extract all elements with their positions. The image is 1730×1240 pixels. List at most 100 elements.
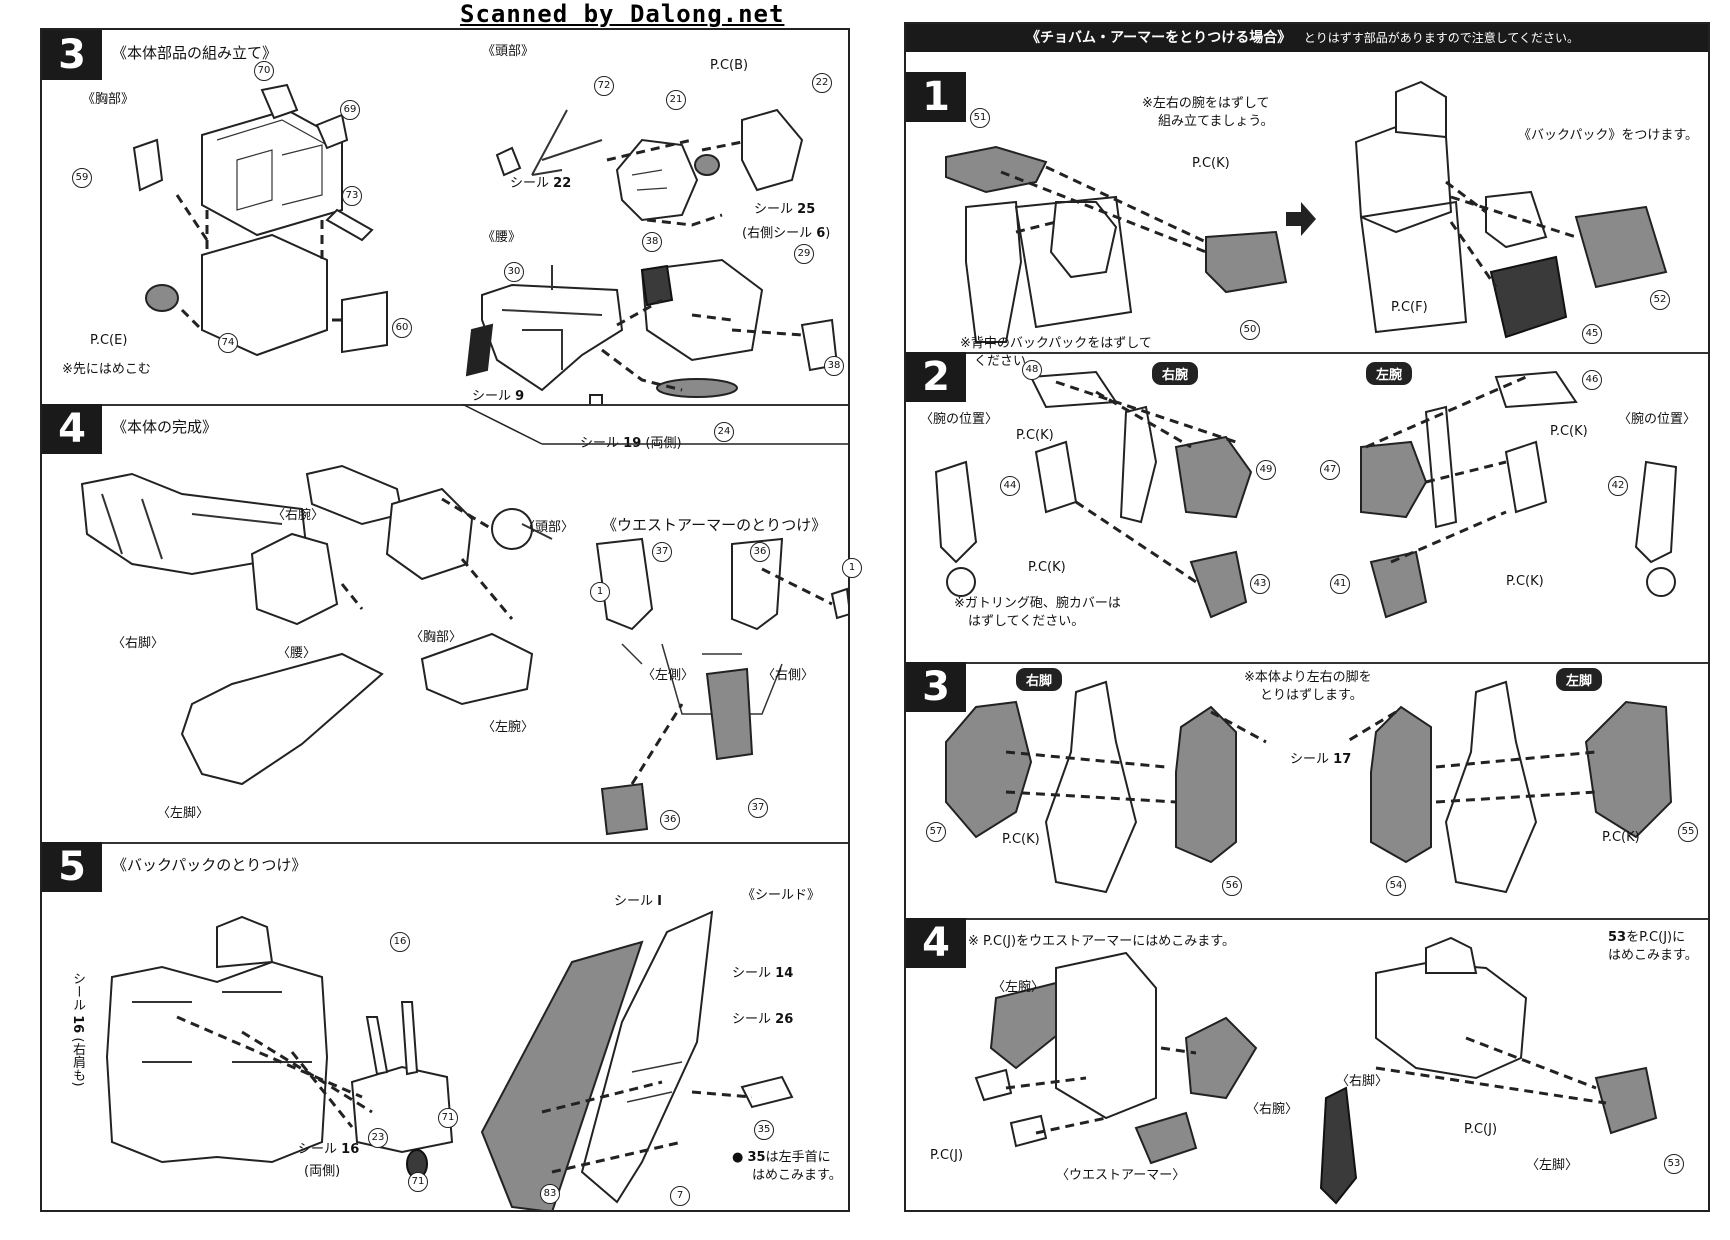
chobham-step-2: 2 右腕 左腕 48 〈腕の位置〉 P.C(K) 49 44 P.C(K) 43 bbox=[906, 352, 1708, 664]
pc-k-right: P.C(K) bbox=[1550, 424, 1588, 439]
pc-j-label: P.C(J) bbox=[930, 1148, 964, 1163]
right-side-label: 〈右側〉 bbox=[762, 668, 815, 683]
chobham-step-2-diagram bbox=[934, 370, 1678, 619]
part-50: 50 bbox=[1240, 320, 1260, 340]
part-44: 44 bbox=[1000, 476, 1020, 496]
part-49: 49 bbox=[1256, 460, 1276, 480]
head-label: 《頭部》 bbox=[482, 44, 535, 59]
part-37: 37 bbox=[652, 542, 672, 562]
insert-first-note: ※先にはめこむ bbox=[62, 362, 151, 377]
part-22: 22 bbox=[812, 73, 832, 93]
part-42: 42 bbox=[1608, 476, 1628, 496]
part-16: 16 bbox=[390, 932, 410, 952]
step-number: 3 bbox=[906, 662, 966, 712]
waist-armor-title: 《ウエストアーマーのとりつけ》 bbox=[602, 516, 827, 534]
part-46: 46 bbox=[1582, 370, 1602, 390]
part-38a: 38 bbox=[642, 232, 662, 252]
part-73: 73 bbox=[342, 186, 362, 206]
part-52: 52 bbox=[1650, 290, 1670, 310]
seal-14: シール 14 bbox=[732, 966, 794, 981]
remove-arms-note-2: 組み立てましょう。 bbox=[1158, 114, 1274, 129]
left-arm-label: 〈左腕〉 bbox=[992, 980, 1045, 995]
part-21: 21 bbox=[666, 90, 686, 110]
left-leg-label: 〈左脚〉 bbox=[1526, 1158, 1579, 1173]
seal-9: シール 9 bbox=[472, 389, 525, 404]
part-74: 74 bbox=[218, 333, 238, 353]
seal-22: シール 22 bbox=[510, 176, 572, 191]
chobham-step-1: 1 51 ※左右の腕をはずして 組み立てましょう。 P.C(K) ※背中のバック… bbox=[906, 52, 1708, 369]
step-number: 2 bbox=[906, 352, 966, 402]
part-35: 35 bbox=[754, 1120, 774, 1140]
part-36: 36 bbox=[750, 542, 770, 562]
chobham-armor-header: 《チョバム・アーマーをとりつける場合》 とりはずす部品がありますので注意してくだ… bbox=[906, 24, 1708, 52]
attach-backpack-note: 《バックパック》をつけます。 bbox=[1518, 128, 1699, 143]
part-38b: 38 bbox=[824, 356, 844, 376]
chobham-step-3: 3 右脚 左脚 ※本体より左右の脚を とりはずします。 シール 17 57 P.… bbox=[906, 662, 1708, 920]
part-70: 70 bbox=[254, 61, 274, 81]
chobham-step-4-diagram bbox=[974, 936, 1658, 1205]
chobham-step-3-diagram bbox=[945, 680, 1673, 894]
pc-b-label: P.C(B) bbox=[710, 58, 749, 73]
seal-16-shoulder: シール 16 (右肩も) bbox=[70, 972, 85, 1087]
right-leg-label: 〈右脚〉 bbox=[112, 636, 165, 651]
right-leg-label: 〈右脚〉 bbox=[1336, 1074, 1389, 1089]
step-3-diagram bbox=[132, 83, 388, 357]
waist-label: 〈腰〉 bbox=[277, 646, 317, 661]
right-leg-pill: 右脚 bbox=[1016, 668, 1063, 691]
part-51: 51 bbox=[970, 108, 990, 128]
right-arm-label: 〈右腕〉 bbox=[1246, 1102, 1299, 1117]
part-54: 54 bbox=[1386, 876, 1406, 896]
step-5-diagram bbox=[105, 910, 794, 1210]
right-page: 《チョバム・アーマーをとりつける場合》 とりはずす部品がありますので注意してくだ… bbox=[904, 22, 1710, 1212]
remove-arms-note: ※左右の腕をはずして bbox=[1142, 96, 1270, 111]
part-45: 45 bbox=[1582, 324, 1602, 344]
chobham-step-4: 4 ※ P.C(J)をウエストアーマーにはめこみます。 〈左腕〉 〈右腕〉 P.… bbox=[906, 918, 1708, 1210]
step-4-body-complete: 4 《本体の完成》 〈右腕〉 〈頭部〉 〈右脚〉 bbox=[42, 404, 862, 844]
step-4-diagram bbox=[80, 404, 848, 836]
remove-legs-note: ※本体より左右の脚を bbox=[1244, 670, 1372, 685]
arm-position-left: 〈腕の位置〉 bbox=[920, 412, 999, 427]
part-53: 53 bbox=[1664, 1154, 1684, 1174]
waist-label: 《腰》 bbox=[482, 230, 522, 245]
left-leg-label: 〈左脚〉 bbox=[157, 806, 210, 821]
part-56: 56 bbox=[1222, 876, 1242, 896]
remove-backpack-note: ※背中のバックパックをはずして bbox=[960, 336, 1152, 351]
seal-I: シール I bbox=[614, 894, 662, 909]
part-29: 29 bbox=[794, 244, 814, 264]
both-sides: (両側) bbox=[304, 1164, 341, 1179]
left-leg-pill: 左脚 bbox=[1556, 668, 1603, 691]
step-number: 4 bbox=[906, 918, 966, 968]
step-5-backpack: 5 《バックパックのとりつけ》 《シールド》 シール 16 (右肩も) 16 シ… bbox=[42, 842, 848, 1210]
pc-k-lower: P.C(K) bbox=[1028, 560, 1066, 575]
shield-label: 《シールド》 bbox=[742, 888, 821, 903]
waist-armor-label: 〈ウエストアーマー〉 bbox=[1056, 1168, 1186, 1183]
part-35-note: ● 35は左手首に bbox=[732, 1150, 831, 1165]
pc-j-body: P.C(J) bbox=[1464, 1122, 1498, 1137]
seal-6-note: (右側シール 6) bbox=[742, 226, 831, 241]
seal-26: シール 26 bbox=[732, 1012, 794, 1027]
seal-25: シール 25 bbox=[754, 202, 816, 217]
part-83: 83 bbox=[540, 1184, 560, 1204]
scanner-watermark: Scanned by Dalong.net bbox=[460, 0, 785, 28]
chest-label: 〈胸部〉 bbox=[410, 630, 463, 645]
pc-k-right: P.C(K) bbox=[1602, 830, 1640, 845]
pc-j-note: ※ P.C(J)をウエストアーマーにはめこみます。 bbox=[968, 934, 1235, 949]
step-number: 4 bbox=[42, 404, 102, 454]
part-24: 24 bbox=[714, 422, 734, 442]
step-title: 《本体の完成》 bbox=[112, 418, 218, 436]
part-47: 47 bbox=[1320, 460, 1340, 480]
step-3-body-parts: 3 《本体部品の組み立て》 《胸部》 《頭部》 《腰》 70 69 73 59 … bbox=[42, 30, 848, 451]
part-23: 23 bbox=[368, 1128, 388, 1148]
pc-k-upper: P.C(K) bbox=[1016, 428, 1054, 443]
part-55: 55 bbox=[1678, 822, 1698, 842]
part-43: 43 bbox=[1250, 574, 1270, 594]
part-60: 60 bbox=[392, 318, 412, 338]
step-title: 《バックパックのとりつけ》 bbox=[112, 856, 307, 874]
part-7: 7 bbox=[670, 1186, 690, 1206]
chobham-step-1-diagram bbox=[945, 80, 1668, 343]
part-71a: 71 bbox=[438, 1108, 458, 1128]
left-side-label: 〈左側〉 bbox=[642, 668, 695, 683]
part-1b: 1 bbox=[842, 558, 862, 578]
part-53-note: 53をP.C(J)に bbox=[1608, 930, 1686, 945]
part-57: 57 bbox=[926, 822, 946, 842]
